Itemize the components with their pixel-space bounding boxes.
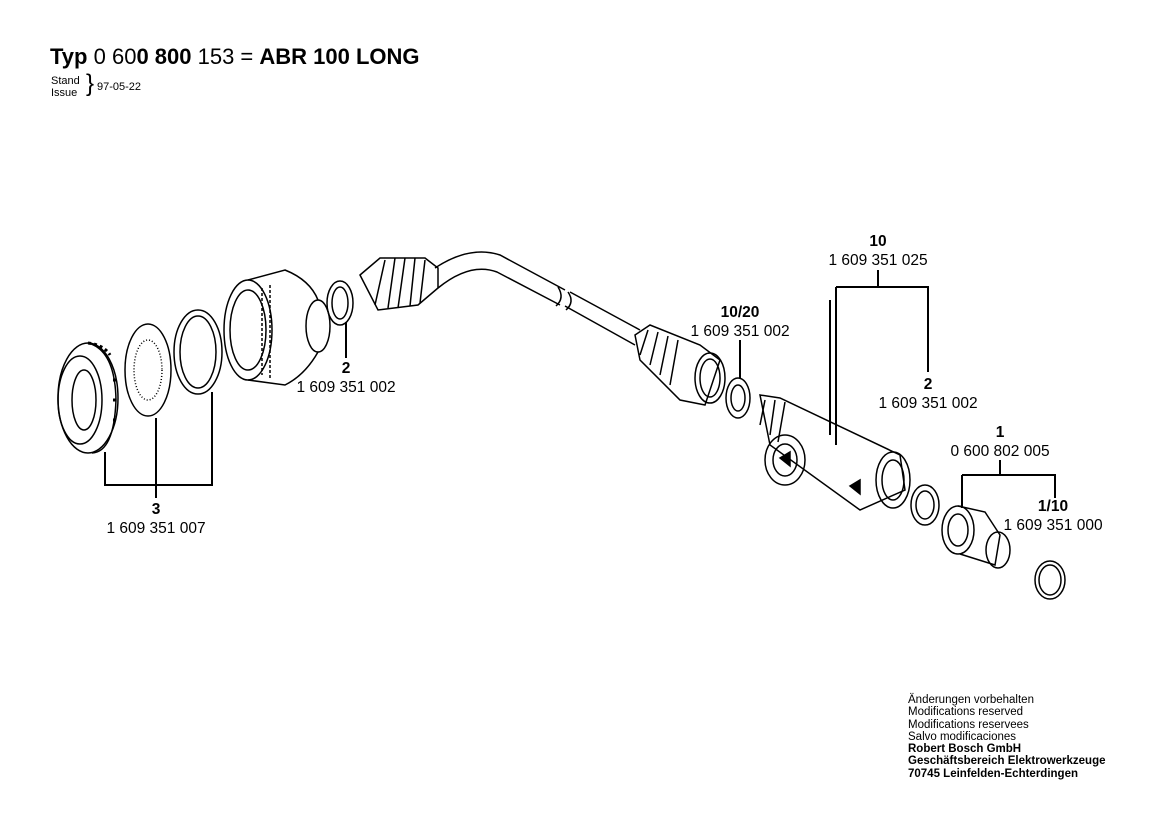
type-number-1: 0 60 [93, 44, 137, 69]
position-number: 3 [151, 501, 161, 518]
position-number: 10 [869, 233, 887, 250]
type-number-2: 0 800 [136, 44, 192, 69]
page-title: Typ 0 600 800 153 = ABR 100 LONG [50, 44, 420, 70]
part-label-10-20: 10/20 1 609 351 002 [690, 303, 789, 341]
issue-date: 97-05-22 [97, 81, 142, 93]
type-number-3: 153 = [191, 44, 260, 69]
coupling-part [634, 324, 726, 406]
footer-line: Änderungen vorbehalten [908, 694, 1034, 706]
leader-lines [104, 270, 1056, 508]
valve-body-part [759, 394, 911, 511]
company-name: Robert Bosch GmbH [908, 743, 1022, 756]
part-number: 1 609 351 007 [106, 520, 206, 537]
knurled-nut-part [57, 341, 119, 454]
part-number: 1 609 351 000 [1003, 517, 1103, 534]
brace: } [86, 70, 95, 97]
typ-label: Typ [50, 44, 88, 69]
part-label-1-10: 1/10 1 609 351 000 [1003, 497, 1102, 535]
position-number: 10/20 [720, 304, 760, 321]
stand-label: Stand [51, 75, 80, 87]
hose-connector-part [941, 505, 1011, 569]
flexible-tube-part [359, 251, 641, 346]
washer-part-2-right [910, 484, 940, 526]
sieve-disc-part [124, 323, 172, 417]
part-number: 1 609 351 025 [828, 252, 928, 269]
part-number: 1 609 351 002 [690, 323, 790, 340]
position-number: 2 [341, 360, 351, 377]
washer-part-10-20 [725, 377, 751, 419]
position-number: 1 [995, 424, 1005, 441]
o-ring-part [1034, 560, 1066, 600]
part-label-3: 3 1 609 351 007 [106, 500, 205, 538]
part-number: 0 600 802 005 [950, 443, 1050, 460]
part-number: 1 609 351 002 [878, 395, 978, 412]
issue-label: Issue [51, 87, 78, 99]
company-division: Geschäftsbereich Elektrowerkzeuge [908, 755, 1106, 768]
part-label-10: 10 1 609 351 025 [828, 232, 927, 270]
position-number: 1/10 [1037, 498, 1069, 515]
part-number: 1 609 351 002 [296, 379, 396, 396]
footer-line: Modifications reserved [908, 706, 1024, 719]
position-number: 2 [923, 376, 933, 393]
footer-line: Modifications reservees [908, 718, 1029, 731]
part-label-2-right: 2 1 609 351 002 [878, 375, 977, 413]
footer-notice: Änderungen vorbehalten Modifications res… [908, 694, 1106, 780]
washer-part-2-left [326, 280, 354, 326]
company-address: 70745 Leinfelden-Echterdingen [908, 767, 1078, 780]
part-label-1: 1 0 600 802 005 [950, 423, 1049, 461]
nozzle-body-part [223, 269, 331, 386]
footer-line: Salvo modificaciones [908, 730, 1017, 743]
gasket-ring-part [173, 309, 223, 395]
model-name: ABR 100 LONG [259, 44, 420, 69]
part-label-2-left: 2 1 609 351 002 [296, 359, 395, 397]
